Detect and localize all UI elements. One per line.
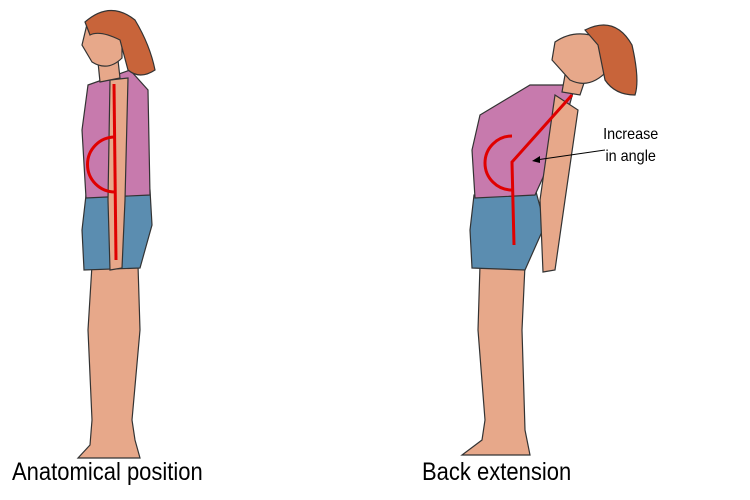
legs	[76, 264, 141, 459]
figure-back-extension	[460, 24, 638, 456]
annotation-increase-in-angle: Increase in angle	[603, 124, 658, 168]
legs	[460, 264, 531, 456]
annotation-arrow	[532, 149, 606, 163]
hair	[584, 24, 638, 96]
angle-marker-back-extension	[483, 93, 574, 246]
annotation-line-1: Increase	[603, 126, 659, 143]
shorts	[469, 187, 546, 271]
angle-marker-anatomical	[86, 83, 118, 261]
caption-anatomical-position: Anatomical position	[12, 458, 203, 486]
annotation-line-2: in angle	[605, 148, 656, 165]
arm	[539, 93, 579, 273]
caption-back-extension: Back extension	[422, 458, 572, 486]
hair	[84, 9, 156, 76]
